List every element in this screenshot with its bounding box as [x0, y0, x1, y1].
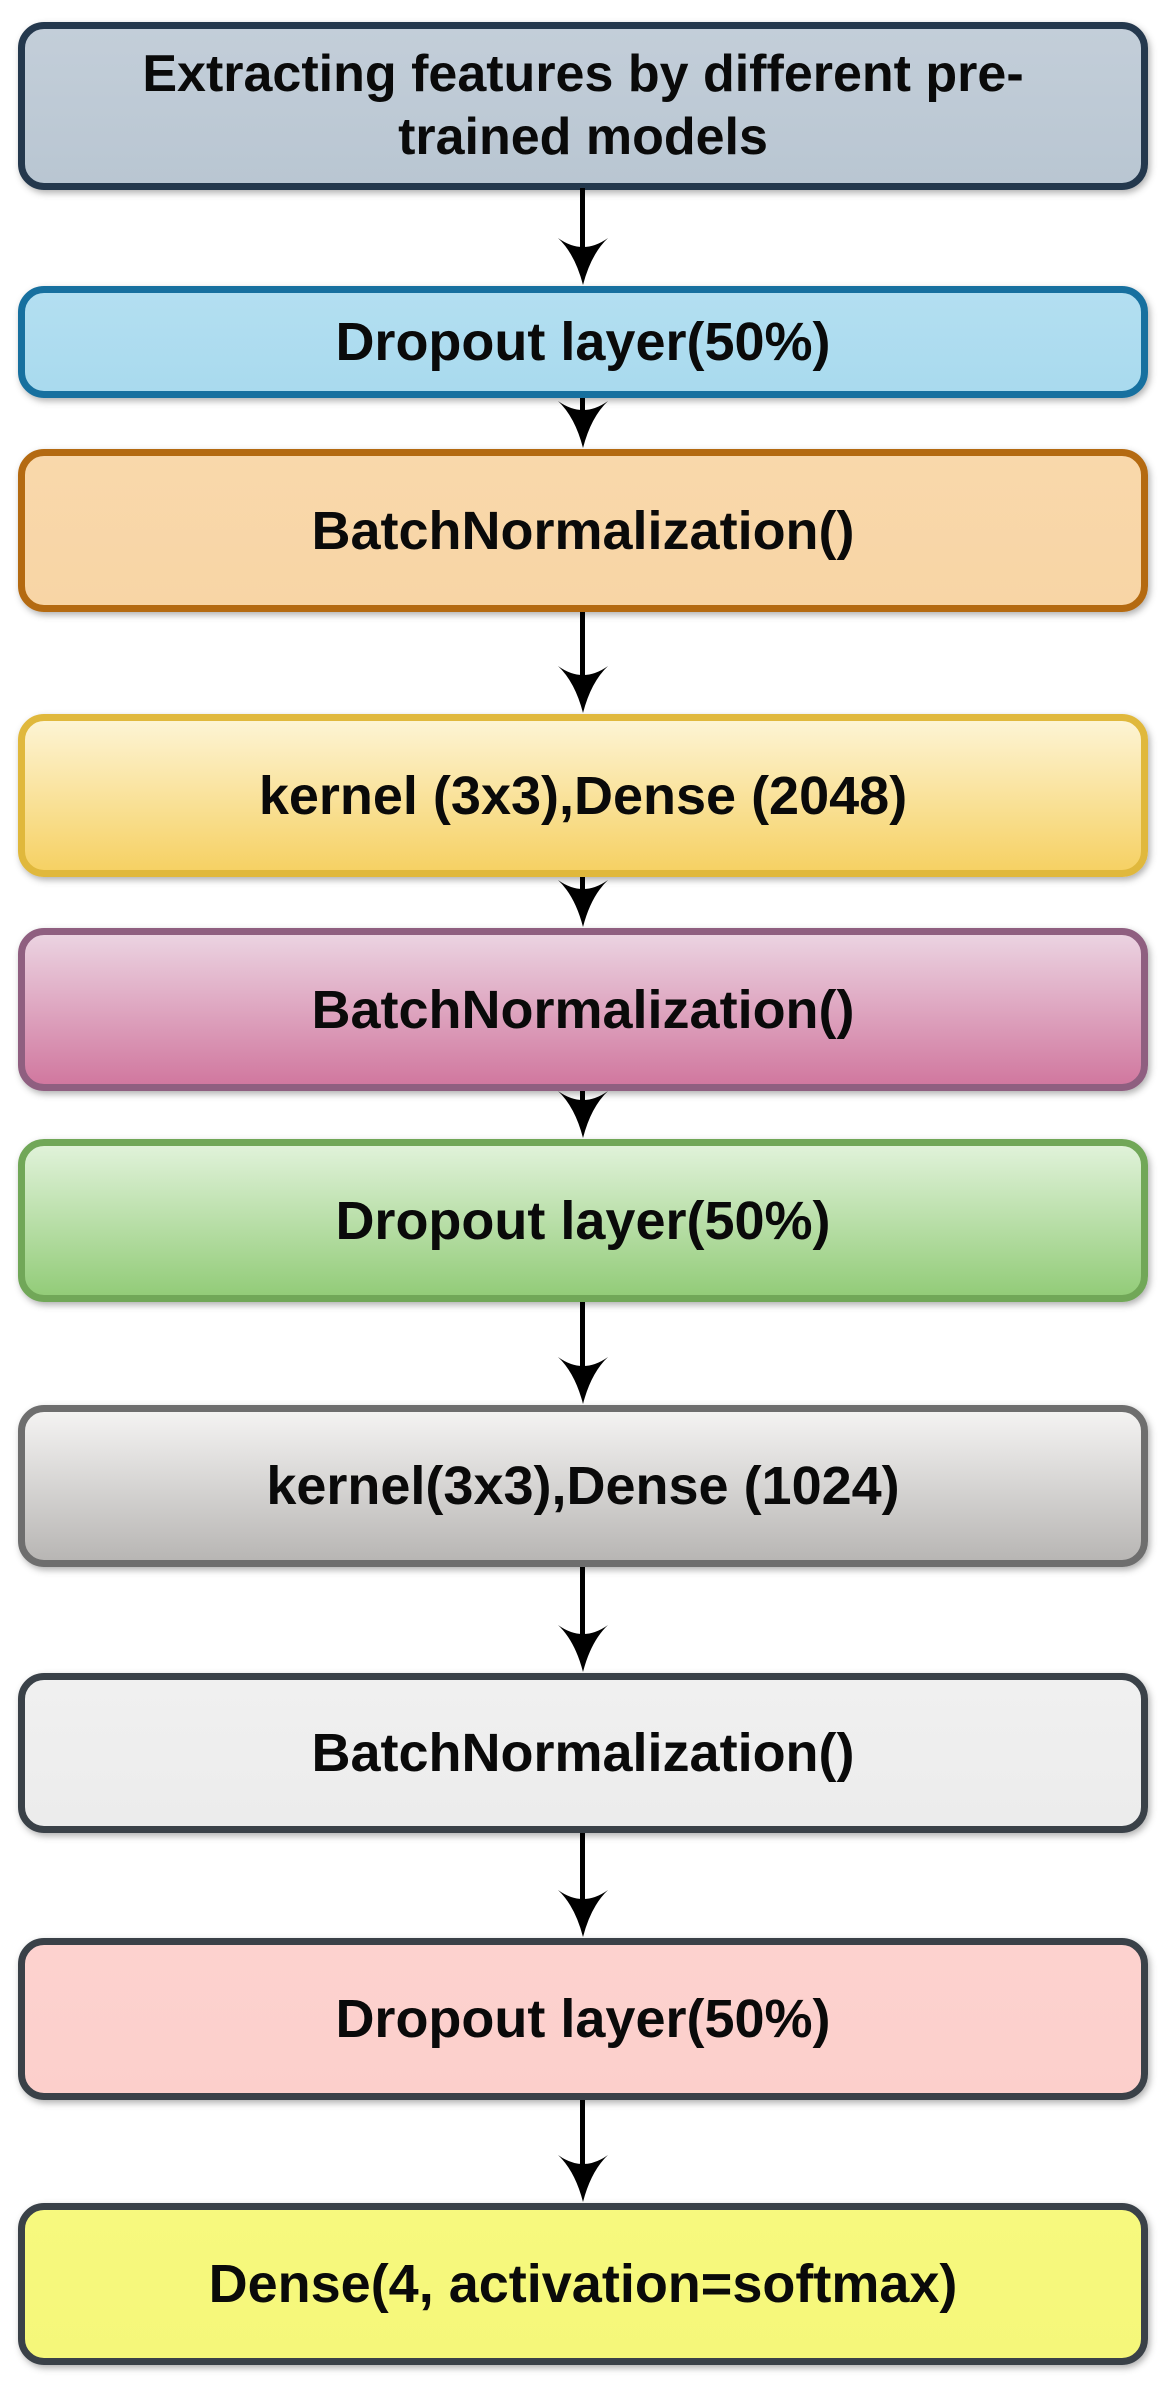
flow-node-dense-1024: kernel(3x3),Dense (1024): [18, 1405, 1148, 1567]
flow-arrow-4: [557, 877, 609, 928]
flow-node-label: kernel (3x3),Dense (2048): [258, 765, 908, 826]
arrow-head-icon: [558, 1625, 608, 1672]
flow-node-dense-2048: kernel (3x3),Dense (2048): [18, 714, 1148, 877]
flow-node-label: BatchNormalization(): [311, 500, 855, 561]
flow-node-dense-softmax-output: Dense(4, activation=softmax): [18, 2203, 1148, 2365]
flow-node-batchnorm-3: BatchNormalization(): [18, 1673, 1148, 1833]
arrow-shaft: [580, 2100, 585, 2185]
arrow-shaft: [580, 188, 585, 268]
flow-arrow-6: [557, 1302, 609, 1405]
flow-arrow-5: [557, 1091, 609, 1139]
flow-node-label: BatchNormalization(): [311, 979, 855, 1040]
flow-arrow-9: [557, 2100, 609, 2203]
arrow-head-icon: [558, 401, 608, 448]
flow-node-label: Dropout layer(50%): [335, 1989, 831, 2049]
arrow-head-icon: [558, 2155, 608, 2202]
flow-node-label: kernel(3x3),Dense (1024): [266, 1456, 900, 1516]
arrow-head-icon: [558, 880, 608, 927]
flow-arrow-7: [557, 1567, 609, 1673]
flow-node-label: Dense(4, activation=softmax): [208, 2254, 958, 2314]
flow-node-dropout-3: Dropout layer(50%): [18, 1938, 1148, 2100]
arrow-shaft: [580, 1833, 585, 1920]
arrow-shaft: [580, 1567, 585, 1655]
flow-node-batchnorm-1: BatchNormalization(): [18, 449, 1148, 612]
arrow-head-icon: [558, 1890, 608, 1937]
flow-node-label: Extracting features by different pre- tr…: [142, 44, 1024, 166]
arrow-shaft: [580, 612, 585, 696]
arrow-head-icon: [558, 1091, 608, 1138]
flow-arrow-3: [557, 612, 609, 714]
flow-node-batchnorm-2: BatchNormalization(): [18, 928, 1148, 1091]
flow-arrow-1: [557, 188, 609, 286]
flow-node-dropout-2: Dropout layer(50%): [18, 1139, 1148, 1302]
flow-node-label: Dropout layer(50%): [335, 1190, 831, 1251]
flow-node-pretrained-feature-extraction: Extracting features by different pre- tr…: [18, 22, 1148, 190]
flow-node-dropout-1: Dropout layer(50%): [18, 286, 1148, 398]
flow-node-label: BatchNormalization(): [311, 1723, 855, 1783]
arrow-head-icon: [558, 238, 608, 285]
flow-node-label: Dropout layer(50%): [335, 312, 831, 372]
flow-arrow-8: [557, 1833, 609, 1938]
flow-arrow-2: [557, 398, 609, 449]
arrow-head-icon: [558, 666, 608, 713]
arrow-head-icon: [558, 1357, 608, 1404]
arrow-shaft: [580, 1302, 585, 1387]
